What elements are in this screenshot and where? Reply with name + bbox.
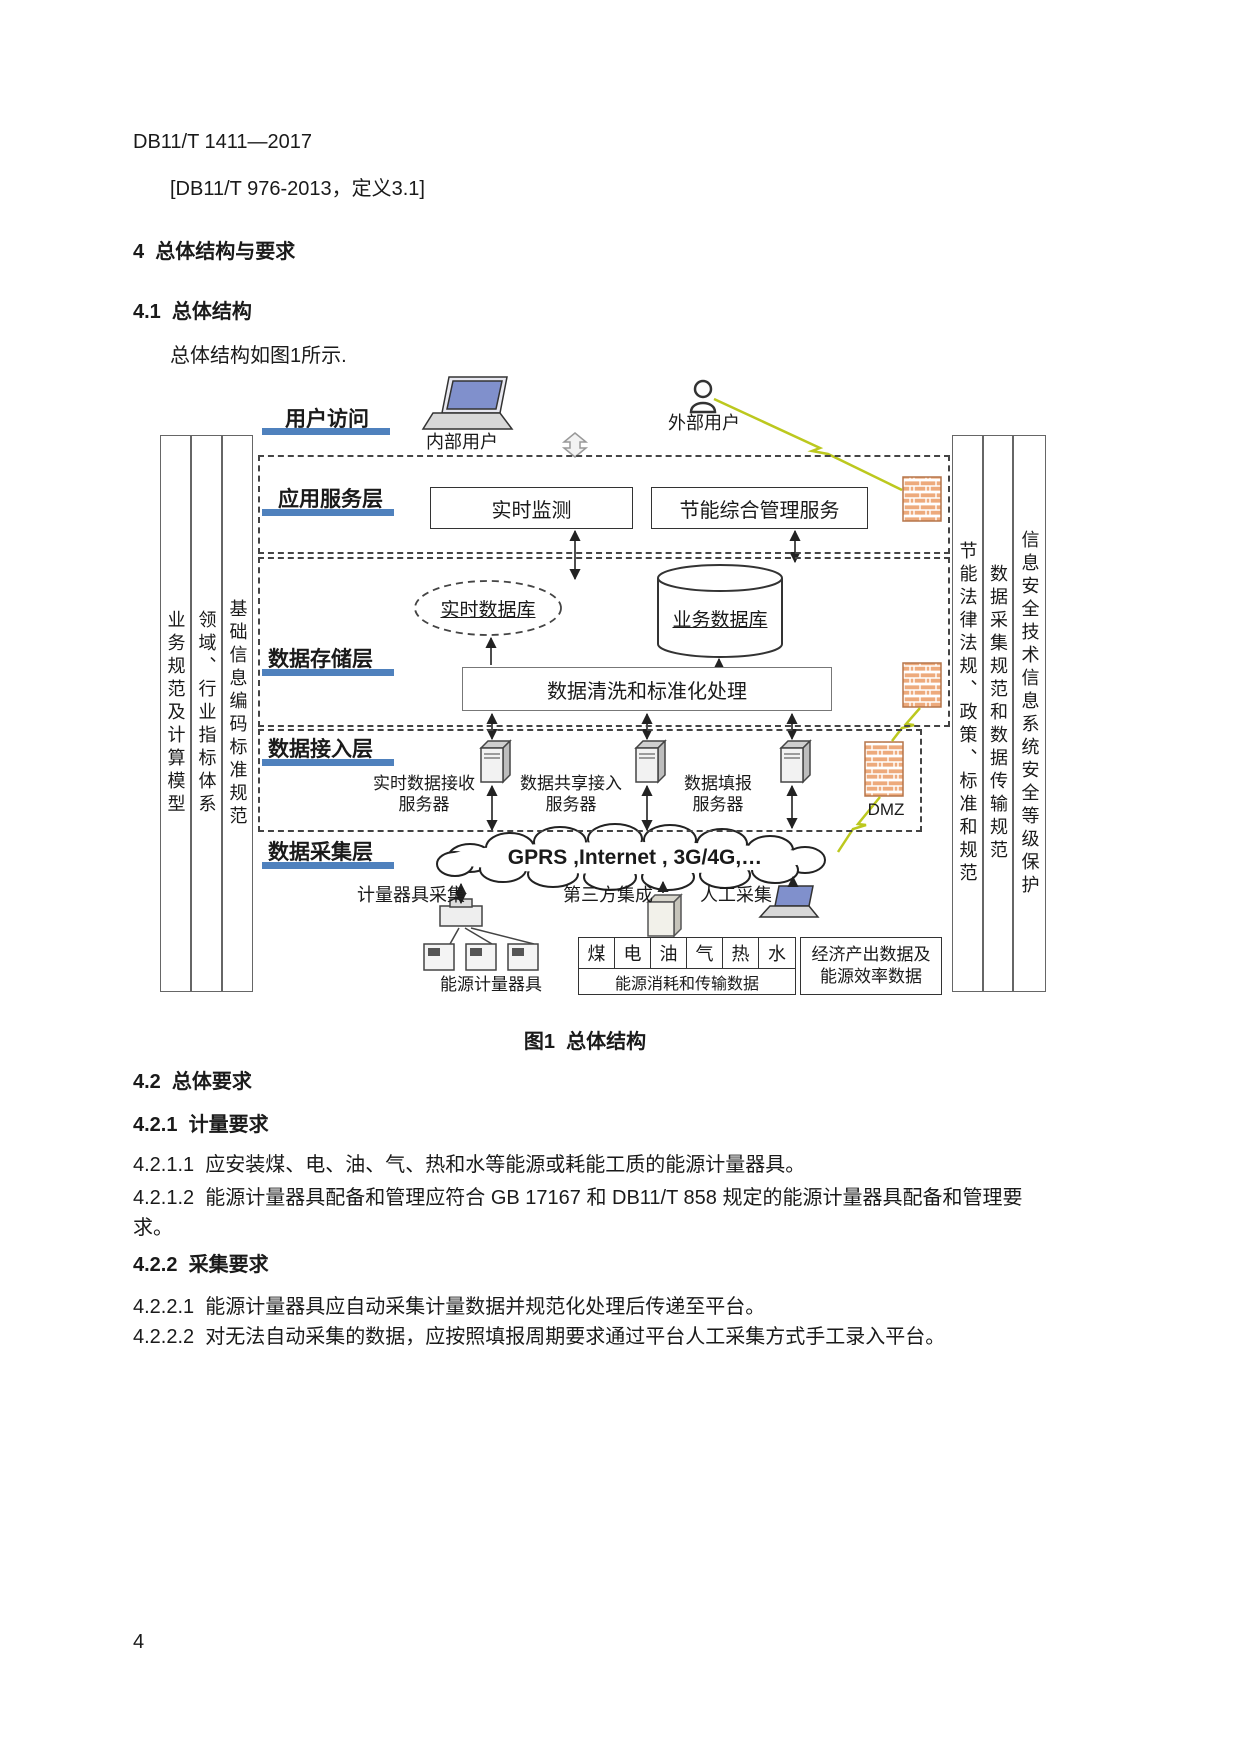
realtime-db-label: 实时数据库	[440, 600, 536, 621]
third-party-label: 第三方集成	[563, 885, 653, 905]
economic-data-box: 经济产出数据及 能源效率数据	[800, 937, 942, 995]
layer-label-access: 数据接入层	[268, 738, 373, 761]
server1-label: 实时数据接收 服务器	[373, 774, 475, 815]
application-layer-frame	[258, 455, 950, 554]
left-panel-coding-standard-label: 基础信息编码标准规范	[227, 598, 248, 829]
layer-underline-storage	[262, 669, 394, 676]
data-cleaning-box: 数据清洗和标准化处理	[462, 667, 832, 711]
energy-type-cell: 电	[615, 938, 651, 968]
internal-user-label: 内部用户	[426, 432, 498, 452]
energy-type-cell: 气	[687, 938, 723, 968]
meter-collect-label: 计量器具采集	[357, 885, 465, 905]
realtime-monitoring-box: 实时监测	[430, 487, 633, 529]
business-db-label: 业务数据库	[672, 610, 768, 631]
energy-type-cell: 油	[651, 938, 687, 968]
manual-collect-label: 人工采集	[700, 885, 772, 905]
left-panel-domain-index: 领域、行业指标体系	[191, 435, 222, 992]
left-panel-business-spec: 业务规范及计算模型	[160, 435, 191, 992]
heading-4-2-1: 4.2.1 计量要求	[133, 1114, 269, 1136]
energy-type-cell: 水	[768, 944, 786, 964]
heading-4-1: 4.1 总体结构	[133, 301, 252, 323]
layer-label-storage: 数据存储层	[268, 648, 373, 671]
external-user-label: 外部用户	[668, 413, 740, 433]
heading-4: 4 总体结构与要求	[133, 241, 296, 263]
energy-table-label: 能源消耗和传输数据	[579, 968, 795, 994]
para-4-2-2-1: 4.2.2.1 能源计量器具应自动采集计量数据并规范化处理后传递至平台。	[133, 1296, 766, 1318]
energy-meter-icons	[423, 927, 539, 971]
layer-label-collection: 数据采集层	[268, 841, 373, 864]
left-panel-coding-standard: 基础信息编码标准规范	[222, 435, 253, 992]
layer-label-application: 应用服务层	[278, 488, 383, 511]
server2-label: 数据共享接入 服务器	[520, 774, 622, 815]
para-4-1-intro: 总体结构如图1所示.	[170, 345, 347, 367]
heading-4-2: 4.2 总体要求	[133, 1071, 252, 1093]
page-number: 4	[133, 1631, 145, 1653]
server3-label: 数据填报 服务器	[684, 774, 752, 815]
para-4-2-1-1: 4.2.1.1 应安装煤、电、油、气、热和水等能源或耗能工质的能源计量器具。	[133, 1154, 806, 1176]
storage-layer-frame	[258, 557, 950, 727]
right-panel-regulations-label: 节能法律法规、政策、标准和规范	[957, 541, 978, 886]
right-panel-security-label: 信息安全技术信息系统安全等级保护	[1019, 529, 1040, 898]
energy-types-table: 煤 电 油 气 热 水 能源消耗和传输数据	[578, 937, 796, 995]
right-panel-regulations: 节能法律法规、政策、标准和规范	[952, 435, 983, 992]
energy-mgmt-box: 节能综合管理服务	[651, 487, 868, 529]
layer-label-user-access: 用户访问	[285, 408, 369, 431]
reference-note: [DB11/T 976-2013，定义3.1]	[170, 178, 425, 200]
right-panel-data-spec-label: 数据采集规范和数据传输规范	[988, 564, 1008, 863]
laptop-icon	[421, 376, 514, 430]
up-down-arrow	[561, 432, 589, 458]
external-user-icon	[689, 379, 717, 414]
left-panel-business-spec-label: 业务规范及计算模型	[165, 610, 186, 817]
energy-type-cell: 热	[723, 938, 759, 968]
right-panel-security: 信息安全技术信息系统安全等级保护	[1013, 435, 1046, 992]
heading-4-2-2: 4.2.2 采集要求	[133, 1254, 269, 1276]
meters-label: 能源计量器具	[440, 975, 542, 994]
layer-underline-access	[262, 759, 394, 766]
figure-caption: 图1 总体结构	[523, 1031, 647, 1053]
right-panel-data-spec: 数据采集规范和数据传输规范	[983, 435, 1013, 992]
para-4-2-1-2: 4.2.1.2 能源计量器具配备和管理应符合 GB 17167 和 DB11/T…	[133, 1187, 1023, 1239]
layer-underline-application	[262, 509, 394, 516]
energy-types-row: 煤 电 油 气 热 水	[579, 938, 795, 968]
layer-underline-user-access	[262, 428, 390, 435]
dmz-label: DMZ	[867, 800, 905, 819]
doc-number: DB11/T 1411—2017	[133, 131, 313, 153]
network-cloud-label: GPRS ,Internet , 3G/4G,…	[507, 846, 763, 869]
layer-underline-collection	[262, 862, 394, 869]
left-panel-domain-index-label: 领域、行业指标体系	[196, 610, 217, 817]
para-4-2-2-2: 4.2.2.2 对无法自动采集的数据，应按照填报周期要求通过平台人工采集方式手工…	[133, 1326, 946, 1348]
energy-type-cell: 煤	[579, 938, 615, 968]
